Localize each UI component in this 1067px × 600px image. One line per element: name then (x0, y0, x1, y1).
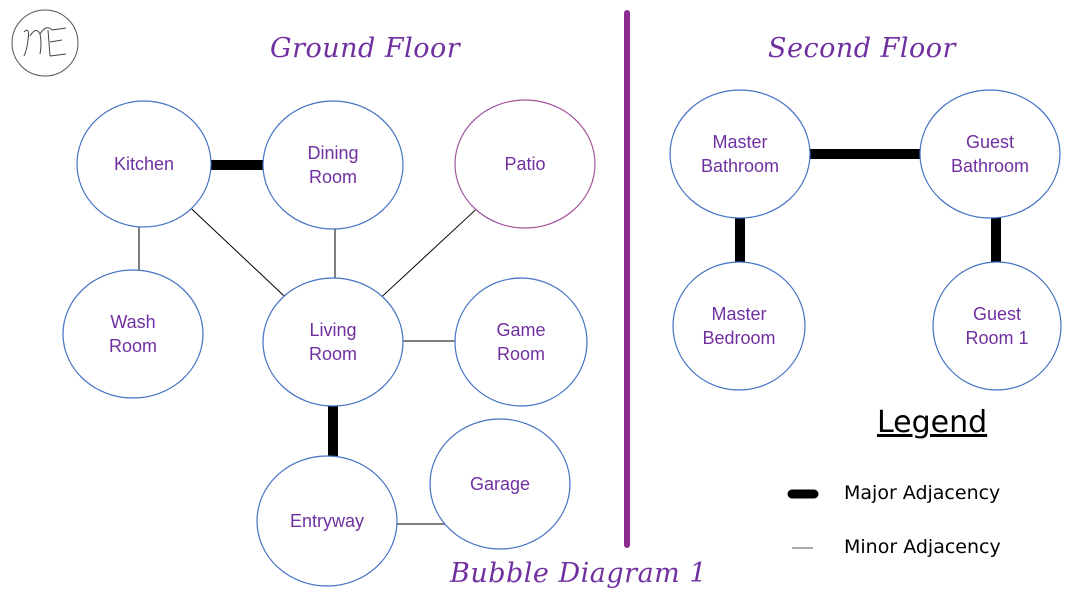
minor-adjacency-patio-living (381, 209, 477, 297)
bubble-outline (454, 277, 588, 407)
logo (11, 9, 79, 77)
room-label: Guest (966, 132, 1014, 152)
bubble-outline (672, 261, 806, 391)
room-label: Bathroom (951, 156, 1029, 176)
room-bubble-patio[interactable]: Patio (454, 99, 596, 229)
room-bubble-kitchen[interactable]: Kitchen (76, 100, 212, 228)
legend-title: Legend (877, 405, 988, 440)
room-label: Bedroom (702, 328, 775, 348)
room-label: Master (712, 132, 767, 152)
bubble-outline (256, 455, 398, 587)
bubble-outline (62, 269, 204, 399)
bubble-outline (669, 89, 811, 219)
room-label: Game (496, 320, 545, 340)
room-label: Room (309, 344, 357, 364)
room-label: Garage (470, 474, 530, 494)
room-label: Guest (973, 304, 1021, 324)
bubble-outline (76, 100, 212, 228)
room-bubble-garage[interactable]: Garage (429, 418, 571, 550)
room-label: Room 1 (965, 328, 1028, 348)
bubble-outline (429, 418, 571, 550)
room-label: Room (497, 344, 545, 364)
bubble-outline (919, 89, 1061, 219)
second-floor-title: Second Floor (768, 33, 956, 64)
bubble-outline (932, 261, 1062, 391)
room-label: Master (711, 304, 766, 324)
legend-minor-label: Minor Adjacency (844, 536, 1001, 558)
bubble-outline (262, 277, 404, 407)
minor-adjacency-kitchen-living (190, 208, 285, 297)
room-label: Bathroom (701, 156, 779, 176)
room-label: Room (309, 167, 357, 187)
room-bubble-entryway[interactable]: Entryway (256, 455, 398, 587)
bubble-outline (262, 100, 404, 230)
room-label: Living (309, 320, 356, 340)
diagram-caption: Bubble Diagram 1 (450, 558, 708, 589)
room-label: Wash (110, 312, 155, 332)
room-label: Patio (504, 154, 545, 174)
room-label: Entryway (290, 511, 364, 531)
ground-floor-title: Ground Floor (270, 33, 461, 64)
room-label: Dining (307, 143, 358, 163)
room-label: Kitchen (114, 154, 174, 174)
legend-major-label: Major Adjacency (844, 482, 1001, 504)
floor-divider (624, 10, 630, 548)
room-label: Room (109, 336, 157, 356)
bubble-outline (454, 99, 596, 229)
